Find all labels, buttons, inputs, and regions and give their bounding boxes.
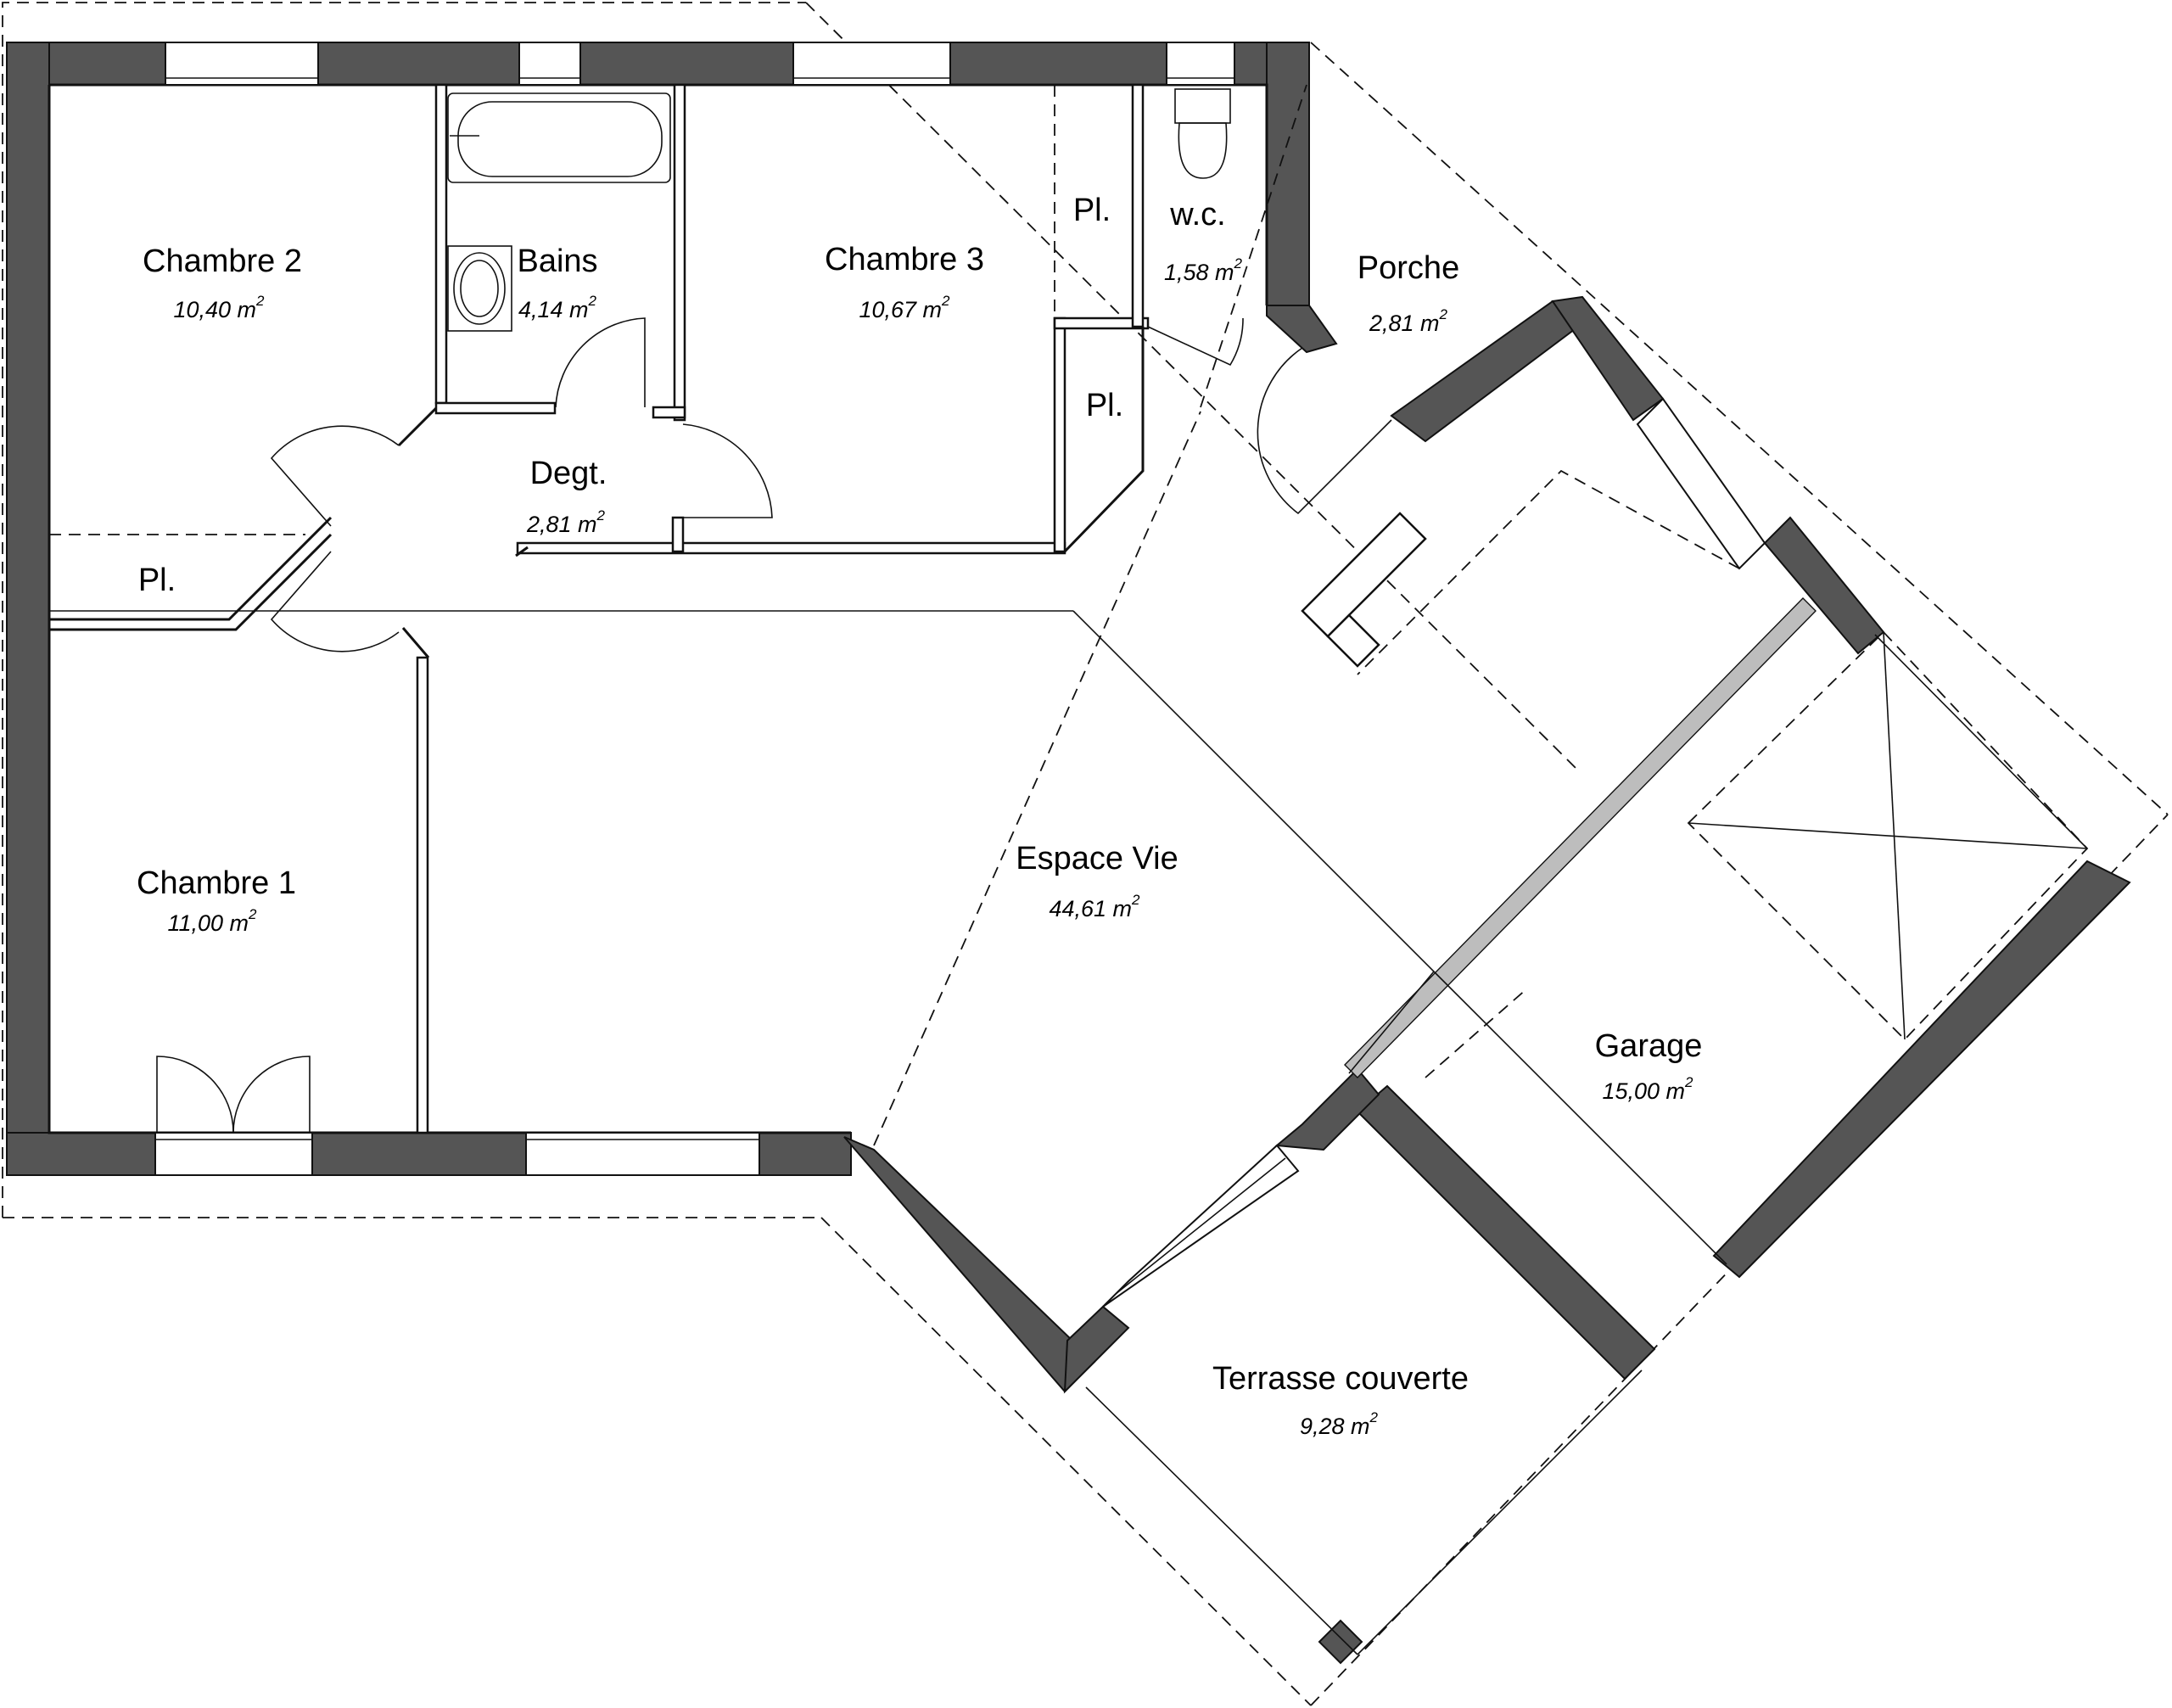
area-unit-exponent: 2 (1234, 255, 1243, 272)
svg-text:11,00 m2: 11,00 m2 (167, 906, 257, 936)
room-bains: Bains 4,14 m2 (517, 244, 597, 322)
closet-outlines (49, 84, 2089, 1146)
area-unit-exponent: 2 (255, 293, 265, 309)
room-name: Terrasse couverte (1212, 1361, 1469, 1397)
closet-label: Pl. (1073, 193, 1111, 228)
area-unit-exponent: 2 (941, 293, 950, 309)
room-espace-vie: Espace Vie 44,61 m2 (1016, 841, 1178, 921)
closet-label: Pl. (1086, 388, 1123, 423)
room-chambre-2: Chambre 2 10,40 m2 (143, 244, 302, 322)
room-terrasse-couverte: Terrasse couverte 9,28 m2 (1212, 1361, 1469, 1439)
zone-lines (49, 610, 2088, 1655)
room-area: 4,14 m (518, 297, 589, 322)
room-garage: Garage 15,00 m2 (1595, 1028, 1703, 1104)
svg-text:44,61 m2: 44,61 m2 (1049, 892, 1140, 921)
svg-text:1,58 m2: 1,58 m2 (1164, 255, 1243, 285)
room-wc: w.c. 1,58 m2 (1164, 197, 1243, 285)
windows (154, 42, 1766, 1308)
room-area: 11,00 m (167, 910, 249, 936)
room-name: Porche (1358, 250, 1459, 286)
svg-text:4,14 m2: 4,14 m2 (518, 293, 597, 322)
closet-label: Pl. (138, 563, 176, 598)
room-area: 2,81 m (1369, 311, 1440, 336)
room-name: Espace Vie (1016, 841, 1178, 876)
svg-text:9,28 m2: 9,28 m2 (1300, 1409, 1379, 1439)
doors (156, 317, 1392, 1134)
room-area: 9,28 m (1300, 1414, 1370, 1439)
partitions (49, 83, 1817, 1134)
svg-text:2,81 m2: 2,81 m2 (526, 507, 606, 537)
room-area: 10,40 m (173, 297, 256, 322)
room-area: 2,81 m (526, 512, 597, 537)
room-name: Bains (517, 244, 597, 279)
room-chambre-3: Chambre 3 10,67 m2 (825, 242, 984, 322)
svg-text:10,67 m2: 10,67 m2 (859, 293, 950, 322)
room-labels: Chambre 2 10,40 m2 Bains 4,14 m2 Chambre… (137, 193, 1702, 1439)
room-name: Chambre 1 (137, 865, 296, 901)
room-degt: Degt. 2,81 m2 (526, 456, 607, 537)
area-unit-exponent: 2 (588, 293, 597, 309)
room-area: 44,61 m (1049, 896, 1132, 921)
svg-text:2,81 m2: 2,81 m2 (1369, 306, 1448, 336)
room-porche: Porche 2,81 m2 (1358, 250, 1459, 336)
room-name: Chambre 3 (825, 242, 984, 277)
area-unit-exponent: 2 (1131, 892, 1140, 908)
toilet (1174, 88, 1231, 179)
interior-wall-faces (48, 83, 1268, 1134)
room-name: Degt. (530, 456, 607, 491)
room-name: Garage (1595, 1028, 1703, 1064)
washbasin (447, 245, 512, 332)
room-area: 1,58 m (1164, 260, 1234, 285)
svg-text:10,40 m2: 10,40 m2 (173, 293, 265, 322)
area-unit-exponent: 2 (1369, 1409, 1379, 1425)
area-unit-exponent: 2 (1684, 1074, 1693, 1090)
room-chambre-1: Chambre 1 11,00 m2 (137, 865, 296, 936)
area-unit-exponent: 2 (248, 906, 257, 922)
area-unit-exponent: 2 (596, 507, 606, 524)
svg-text:15,00 m2: 15,00 m2 (1602, 1074, 1693, 1104)
bathtub (447, 92, 671, 183)
room-name: Chambre 2 (143, 244, 302, 279)
room-area: 15,00 m (1602, 1078, 1685, 1104)
room-name: w.c. (1169, 197, 1225, 232)
area-unit-exponent: 2 (1439, 306, 1448, 322)
room-area: 10,67 m (859, 297, 942, 322)
